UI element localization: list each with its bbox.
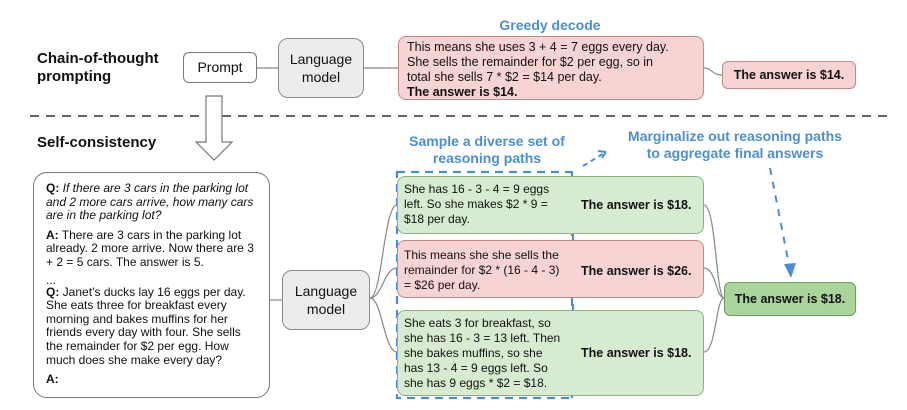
greedy-reasoning-text: This means she uses 3 + 4 = 7 eggs every… xyxy=(407,40,669,84)
reasoning-path-3: She eats 3 for breakfast, so she has 16 … xyxy=(397,310,704,396)
connector-lm-path3 xyxy=(369,297,398,353)
connector-lm-path1 xyxy=(369,204,398,299)
a1-text: There are 3 cars in the parking lot alre… xyxy=(46,227,254,269)
cot-section-title: Chain-of-thought prompting xyxy=(37,50,159,85)
connector-path2-final xyxy=(703,267,725,299)
greedy-answer-line: The answer is $14. xyxy=(407,85,518,99)
q2-text: Janet’s ducks lay 16 eggs per day. She e… xyxy=(46,284,246,367)
greedy-output-box: This means she uses 3 + 4 = 7 eggs every… xyxy=(398,36,704,100)
reasoning-path-1: She has 16 - 3 - 4 = 9 eggs left. So she… xyxy=(397,176,704,234)
path-3-text: She eats 3 for breakfast, so she has 16 … xyxy=(404,316,561,390)
path-2-text: This means she she sells the remainder f… xyxy=(404,248,560,292)
prompt-box: Prompt xyxy=(183,52,257,83)
path-1-answer: The answer is $18. xyxy=(581,198,692,212)
q1-label: Q: xyxy=(46,181,60,195)
a1-label: A: xyxy=(46,227,59,242)
path-1-text: She has 16 - 3 - 4 = 9 eggs left. So she… xyxy=(404,182,550,226)
path-3-answer: The answer is $18. xyxy=(581,346,692,360)
q1-text: If there are 3 cars in the parking lot a… xyxy=(46,181,254,223)
language-model-top: Language model xyxy=(278,38,364,98)
marginalize-title: Marginalize out reasoning paths to aggre… xyxy=(628,128,842,161)
connector-path3-final xyxy=(703,297,725,353)
sc-section-title: Self-consistency xyxy=(37,134,157,151)
path-2-answer: The answer is $26. xyxy=(581,264,692,278)
a2-label: A: xyxy=(46,372,59,387)
sample-title: Sample a diverse set of reasoning paths xyxy=(409,133,565,166)
greedy-final-answer: The answer is $14. xyxy=(722,61,856,89)
q2-label: Q: xyxy=(46,284,60,299)
reasoning-path-2: This means she she sells the remainder f… xyxy=(397,240,704,298)
connector-lm-path2 xyxy=(369,267,398,299)
prompt-example-box: Q: If there are 3 cars in the parking lo… xyxy=(33,172,270,398)
greedy-decode-title: Greedy decode xyxy=(499,17,601,33)
ellipsis: ... xyxy=(46,272,57,287)
final-aggregated-answer: The answer is $18. xyxy=(724,282,856,316)
connector-greedy-final xyxy=(703,67,723,76)
connector-path1-final xyxy=(703,204,725,299)
down-arrow-icon xyxy=(194,95,234,161)
dashed-down-arrow-icon xyxy=(769,167,791,271)
language-model-bottom: Language model xyxy=(282,270,370,330)
dashed-arrow-icon xyxy=(582,151,607,167)
